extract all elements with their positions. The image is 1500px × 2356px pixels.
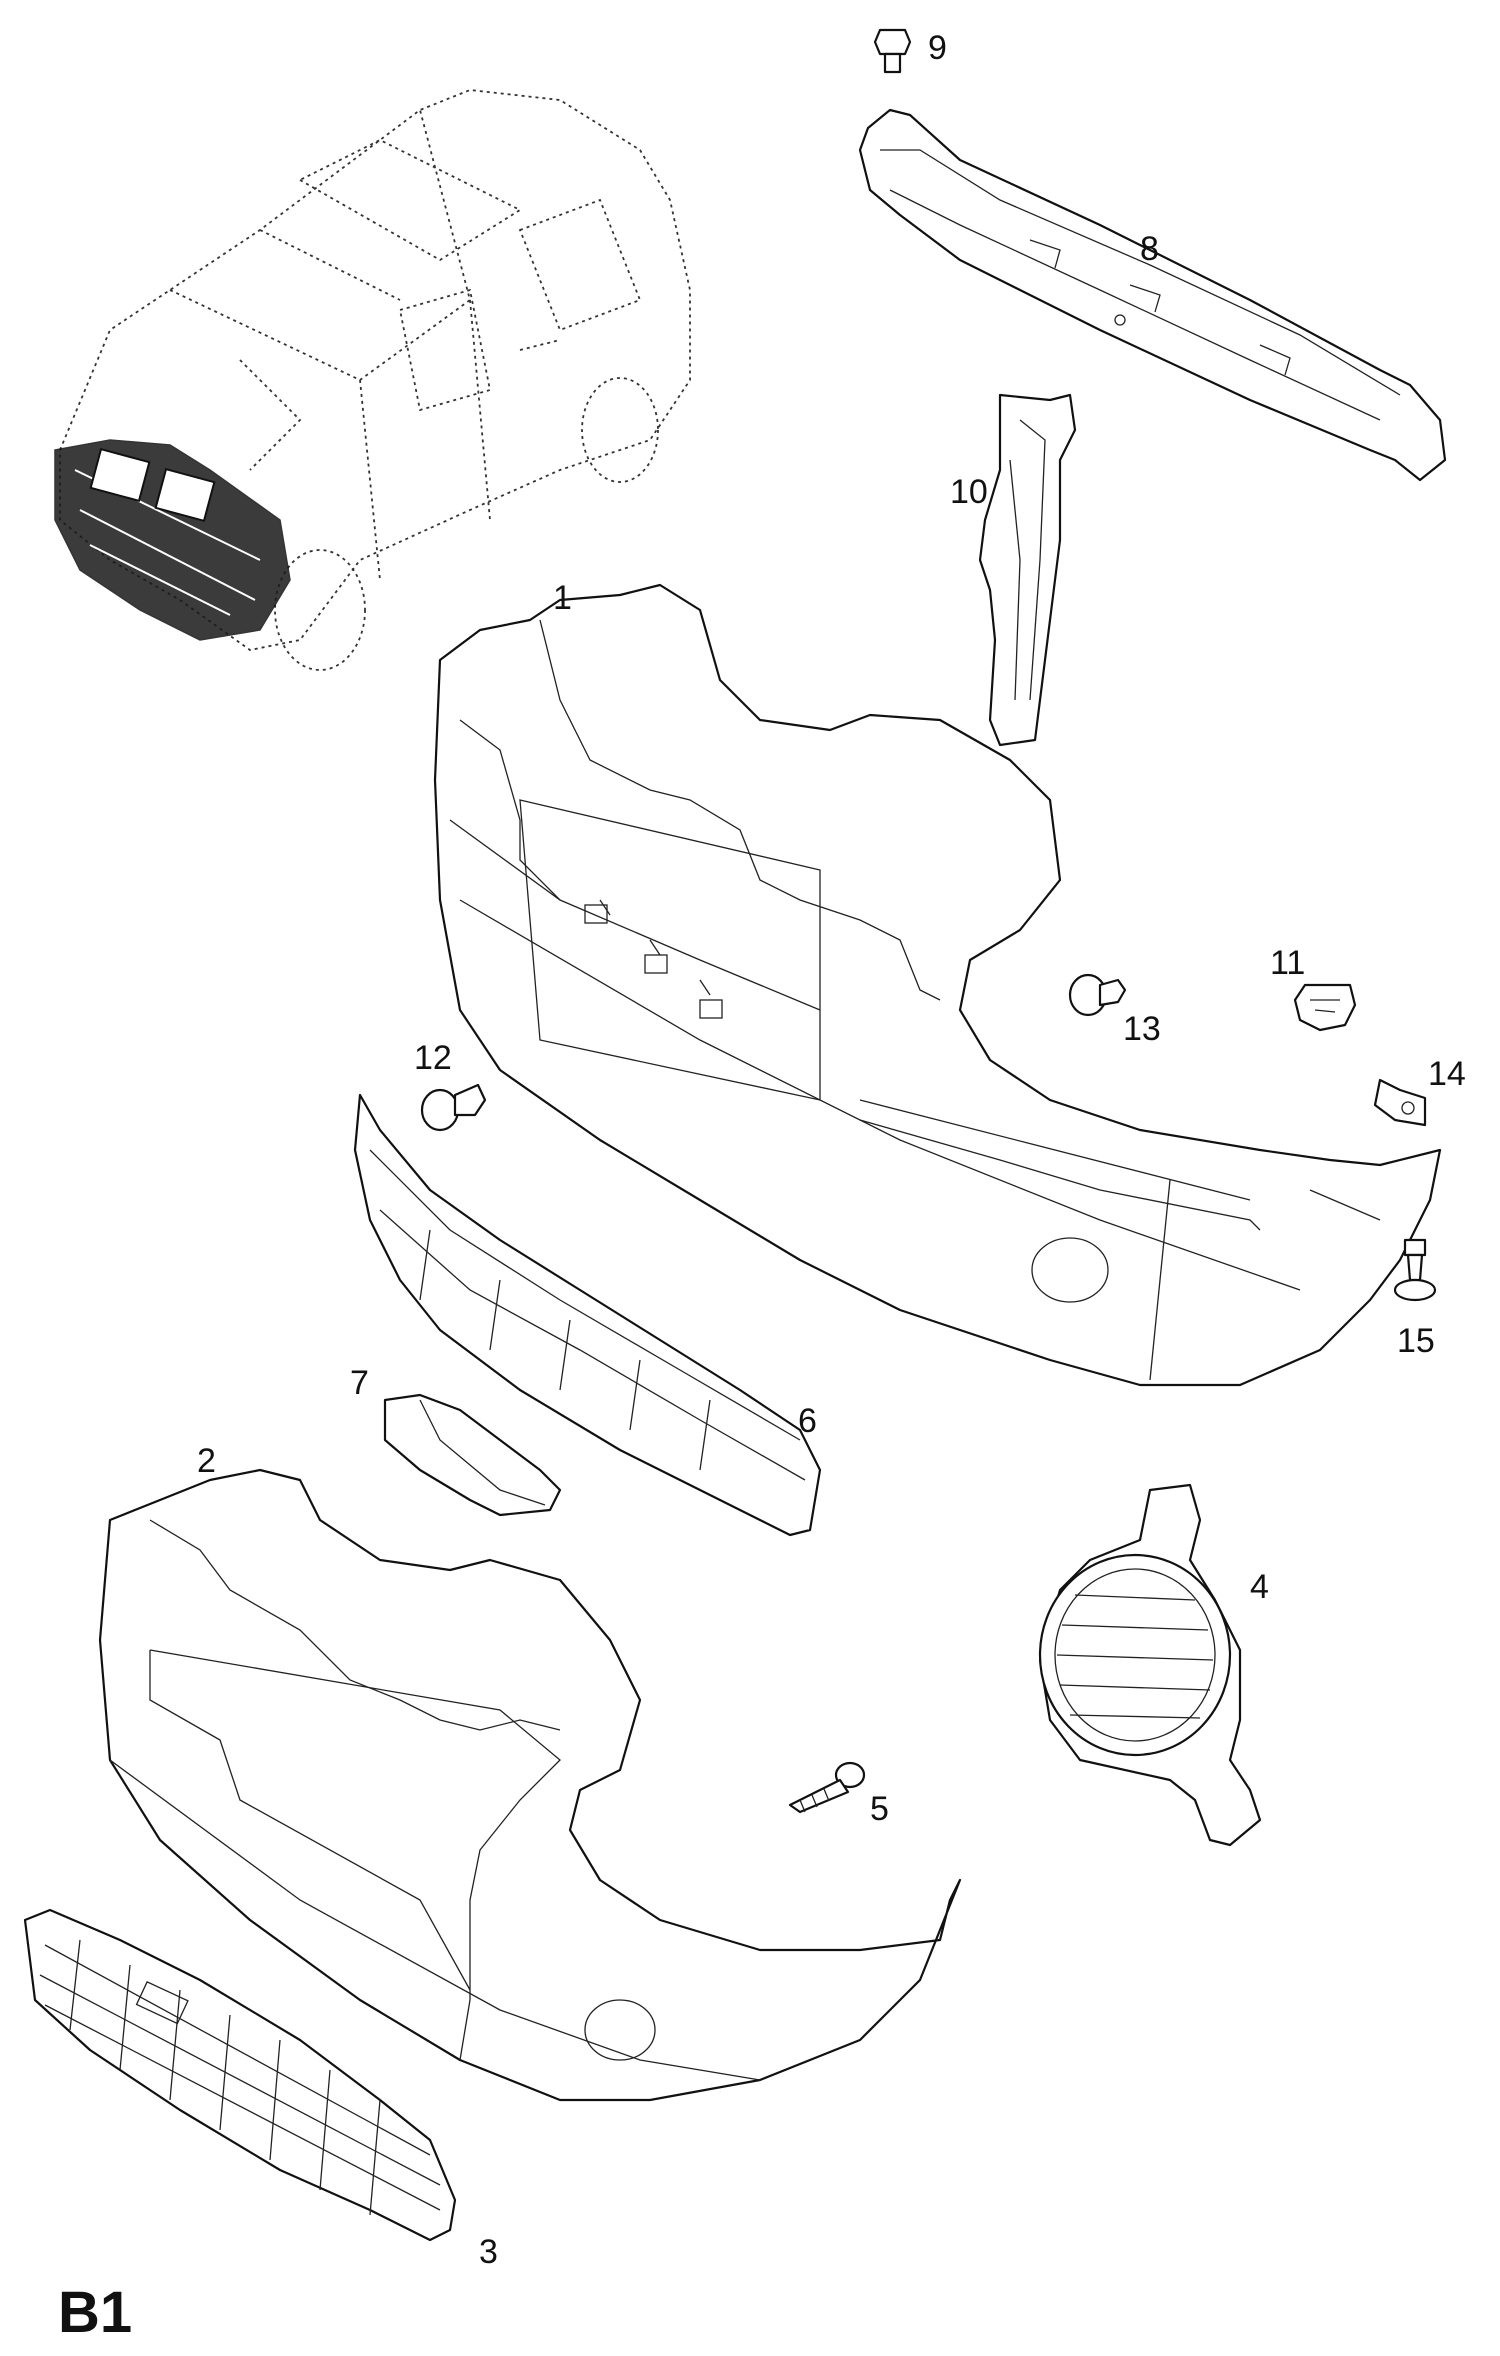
callout-13: 13 (1123, 1010, 1161, 1048)
part-3-radiator-grille (23, 1908, 457, 2242)
callout-10: 10 (950, 473, 988, 511)
callout-2: 2 (197, 1442, 216, 1480)
callout-7: 7 (350, 1364, 369, 1402)
part-8-reinforcement-bar (858, 108, 1447, 482)
callout-4: 4 (1250, 1568, 1269, 1606)
callout-6: 6 (798, 1402, 817, 1440)
part-12-rivet (420, 1083, 487, 1132)
callout-15: 15 (1397, 1322, 1435, 1360)
callout-8: 8 (1140, 230, 1159, 268)
part-1-bumper-cover (433, 583, 1442, 1387)
page-code: B1 (58, 2280, 132, 2345)
callout-labels: 1 2 3 4 5 6 7 8 9 10 11 12 13 14 15 (197, 29, 1466, 2271)
vehicle-overview-illustration (54, 89, 691, 671)
callout-11: 11 (1270, 944, 1305, 982)
part-10-bracket (978, 393, 1077, 747)
part-13-push-rivet (1068, 973, 1127, 1017)
callout-3: 3 (479, 2233, 498, 2271)
part-2-bumper-cover (98, 1468, 962, 2102)
part-5-screw (788, 1761, 866, 1814)
callout-9: 9 (928, 29, 947, 67)
callout-14: 14 (1428, 1055, 1466, 1093)
part-15-screw (1393, 1238, 1437, 1302)
callout-12: 12 (414, 1039, 452, 1077)
part-11-clip (1293, 983, 1357, 1032)
part-6-grille-carrier (353, 1093, 822, 1537)
part-4-fog-lamp-cover (1038, 1483, 1262, 1847)
part-14-nut-clip (1373, 1078, 1427, 1127)
callout-5: 5 (870, 1790, 889, 1828)
part-7-cover (383, 1393, 562, 1517)
callout-1: 1 (553, 579, 572, 617)
part-9-bolt (873, 28, 912, 74)
